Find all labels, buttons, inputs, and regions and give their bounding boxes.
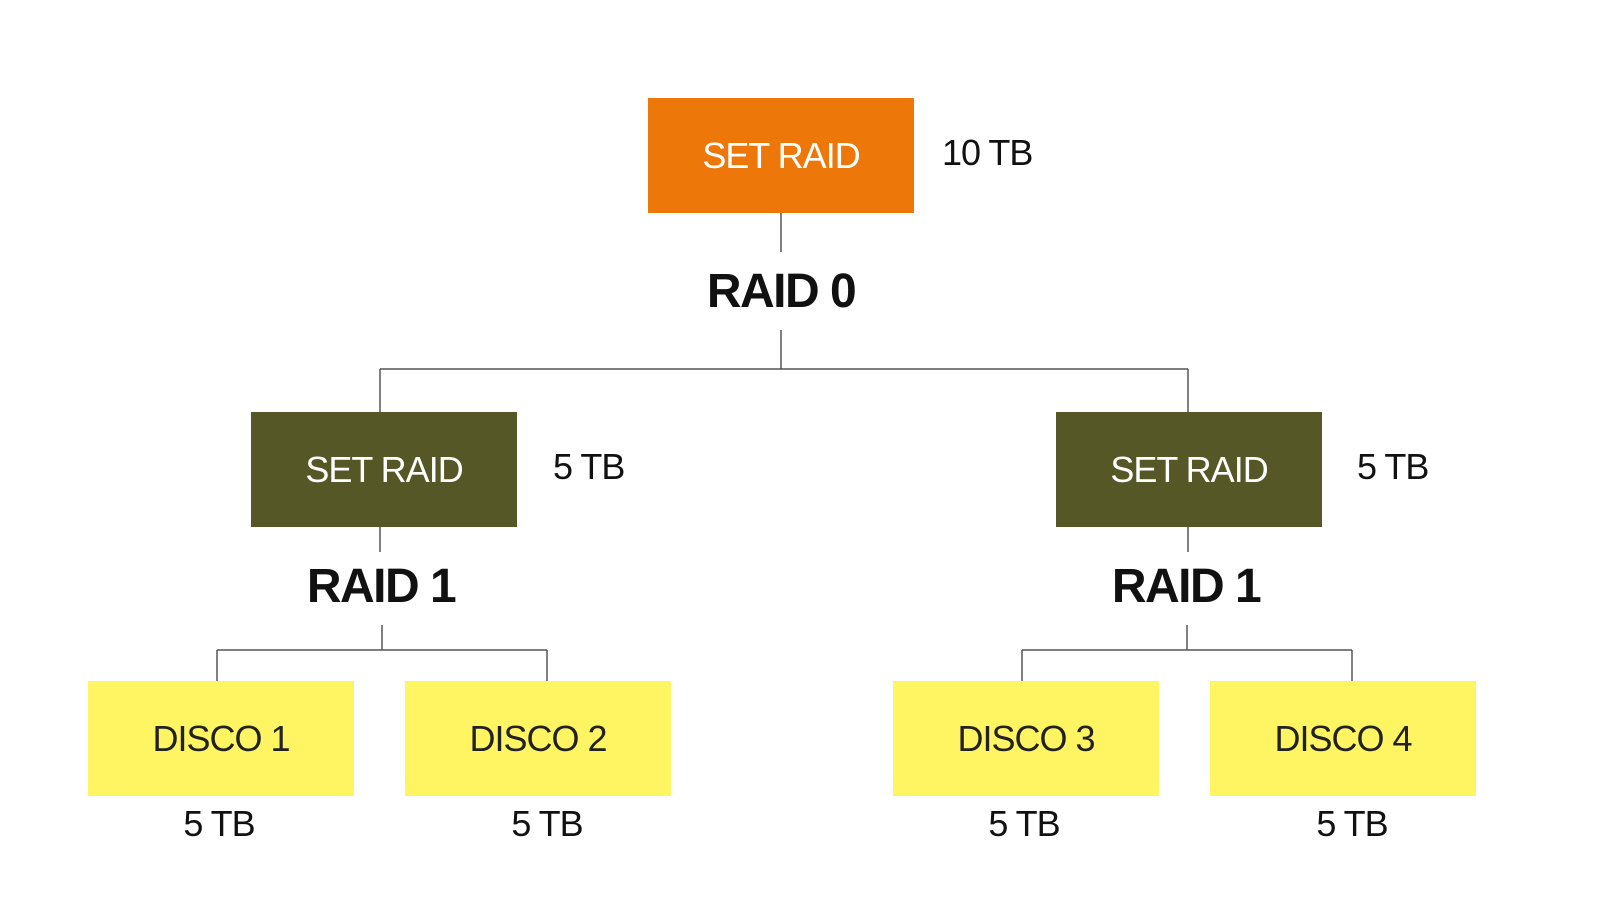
left-raid-1-label: RAID 1 — [306, 560, 457, 613]
disk-1-capacity: 5 TB — [183, 803, 255, 844]
top-capacity: 10 TB — [942, 132, 1033, 173]
disk-2-box: DISCO 2 — [405, 681, 671, 796]
left-set-capacity: 5 TB — [553, 446, 625, 487]
right-raid-1-label: RAID 1 — [1111, 560, 1262, 613]
disk-1-label: DISCO 1 — [152, 717, 290, 759]
right-set-raid-box: SET RAID — [1056, 412, 1322, 527]
right-set-raid-label: SET RAID — [1110, 448, 1268, 490]
disk-1-box: DISCO 1 — [88, 681, 354, 796]
disk-3-box: DISCO 3 — [893, 681, 1159, 796]
left-set-raid-box: SET RAID — [251, 412, 517, 527]
disk-4-capacity: 5 TB — [1316, 803, 1388, 844]
right-set-capacity: 5 TB — [1357, 446, 1429, 487]
disk-2-label: DISCO 2 — [469, 717, 607, 759]
disk-3-label: DISCO 3 — [957, 717, 1095, 759]
disk-3-capacity: 5 TB — [988, 803, 1060, 844]
disk-2-capacity: 5 TB — [511, 803, 583, 844]
top-set-raid-label: SET RAID — [702, 134, 860, 176]
raid-0-label: RAID 0 — [706, 265, 857, 318]
disk-4-label: DISCO 4 — [1274, 717, 1412, 759]
top-set-raid-box: SET RAID — [648, 98, 914, 213]
left-set-raid-label: SET RAID — [305, 448, 463, 490]
disk-4-box: DISCO 4 — [1210, 681, 1476, 796]
